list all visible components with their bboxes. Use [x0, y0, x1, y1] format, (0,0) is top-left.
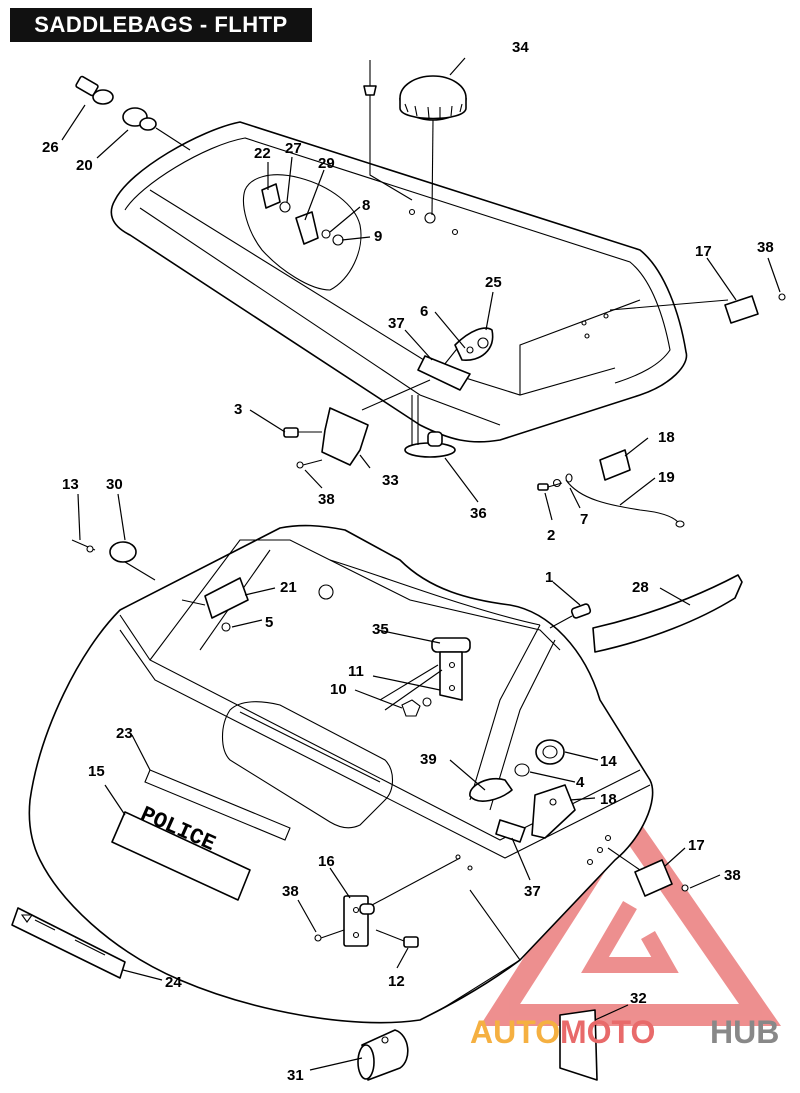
callout-29: 29 [318, 155, 335, 172]
callout-21: 21 [280, 579, 297, 596]
base-latch-bracket [181, 577, 249, 632]
callout-38-mid: 38 [318, 491, 335, 508]
callout-26: 26 [42, 139, 59, 156]
callout-1: 1 [545, 569, 553, 586]
striker-plate [454, 327, 494, 361]
handle-mount [379, 637, 471, 717]
callout-33: 33 [382, 472, 399, 489]
callout-28: 28 [632, 579, 649, 596]
warning-label [11, 907, 126, 979]
callout-18-lower: 18 [600, 791, 617, 808]
saddlebag-base [28, 524, 654, 1024]
callout-18-upper: 18 [658, 429, 675, 446]
key-lock [75, 75, 114, 105]
callout-2: 2 [547, 527, 555, 544]
callout-5: 5 [265, 614, 273, 631]
callout-8: 8 [362, 197, 370, 214]
mounting-screw [549, 603, 592, 629]
lower-latch [495, 784, 576, 843]
leader-lines [61, 57, 781, 1071]
callout-16: 16 [318, 853, 335, 870]
callout-34: 34 [512, 39, 529, 56]
callout-14: 14 [600, 753, 617, 770]
callout-31: 31 [287, 1067, 304, 1084]
diagram-title: SADDLEBAGS - FLHTP [10, 8, 312, 42]
callout-10: 10 [330, 681, 347, 698]
callout-32: 32 [630, 990, 647, 1007]
callout-3: 3 [234, 401, 242, 418]
lid-bumper [404, 395, 456, 458]
callout-17-upper: 17 [695, 243, 712, 260]
lock-cylinder [122, 107, 191, 151]
reflector-strip [144, 769, 291, 841]
callout-22: 22 [254, 145, 271, 162]
callout-25: 25 [485, 274, 502, 291]
grommet [514, 739, 565, 777]
callout-27: 27 [285, 140, 302, 157]
upper-latch-cable [537, 449, 685, 528]
watermark-logo [479, 800, 781, 1026]
liner-sheet [559, 1009, 598, 1081]
svg-text:HUB: HUB [710, 1014, 779, 1050]
callout-38-upper: 38 [757, 239, 774, 256]
callout-labels: 34 26 20 22 27 29 8 9 17 38 25 6 37 3 33… [42, 39, 774, 1084]
callout-23: 23 [116, 725, 133, 742]
pivot-pin [363, 60, 413, 201]
hinge-bracket [283, 379, 431, 469]
trim-strip [592, 574, 743, 653]
callout-20: 20 [76, 157, 93, 174]
svg-text:MOTO: MOTO [560, 1014, 655, 1050]
callout-17-lower: 17 [688, 837, 705, 854]
callout-4: 4 [576, 774, 585, 791]
release-clip [469, 778, 513, 802]
callout-19: 19 [658, 469, 675, 486]
callout-35: 35 [372, 621, 389, 638]
lock-cap-part [399, 75, 467, 216]
upper-bracket [417, 355, 471, 391]
callout-39: 39 [420, 751, 437, 768]
callout-37-lower: 37 [524, 883, 541, 900]
svg-text:AUTO: AUTO [470, 1014, 560, 1050]
washer-pin [71, 539, 156, 581]
callout-15: 15 [88, 763, 105, 780]
upper-reflector-plate [609, 293, 786, 324]
callout-36: 36 [470, 505, 487, 522]
callout-30: 30 [106, 476, 123, 493]
cylinder-part [357, 1029, 409, 1081]
callout-24: 24 [165, 974, 182, 991]
base-hinge [314, 857, 461, 948]
callout-13: 13 [62, 476, 79, 493]
lower-reflector-plate [607, 847, 689, 897]
callout-12: 12 [388, 973, 405, 990]
callout-11: 11 [348, 663, 364, 680]
callout-9: 9 [374, 228, 382, 245]
callout-6: 6 [420, 303, 428, 320]
watermark-text: AUTO MOTO HUB [470, 1014, 779, 1050]
callout-38-lower-left: 38 [282, 883, 299, 900]
callout-37-upper: 37 [388, 315, 405, 332]
callout-38-lower-right: 38 [724, 867, 741, 884]
callout-7: 7 [580, 511, 588, 528]
